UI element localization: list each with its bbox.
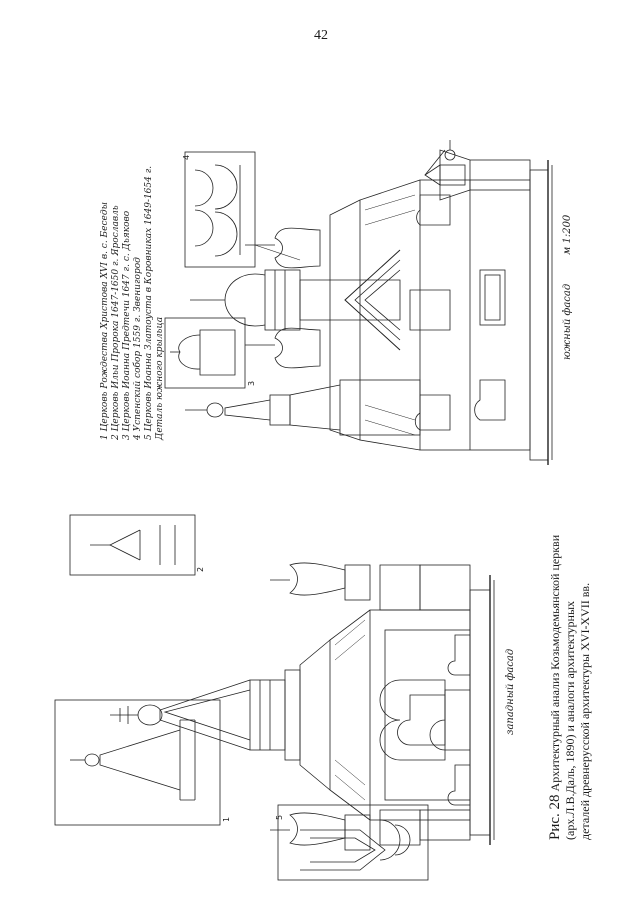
caption-line-2: (арх.Л.В.Даль, 1890) и аналоги архитекту… <box>563 600 577 840</box>
inset-3-drawing <box>164 317 246 389</box>
south-facade-label: южный фасад <box>562 283 573 360</box>
legend: 1 Церковь Рождества Христова XVI в. с. Б… <box>100 166 166 440</box>
page-number: 42 <box>314 28 328 43</box>
scale-label: м 1:200 <box>562 214 573 255</box>
inset-5-drawing <box>277 804 429 881</box>
inset-number-3: 3 <box>247 380 256 386</box>
inset-1-drawing <box>54 699 221 826</box>
legend-item: 2 Церковь Ильи Пророка 1647-1650 г. Ярос… <box>111 205 121 440</box>
west-facade-label: западный фасад <box>505 648 516 735</box>
inset-4-drawing <box>184 151 301 268</box>
inset-number-2: 2 <box>196 566 205 572</box>
legend-item: 5 Церковь Иоанна Златоуста в Коровниках … <box>144 165 154 440</box>
inset-number-4: 4 <box>182 154 191 160</box>
legend-item: 4 Успенский собор 1559 г. Звенигород <box>133 257 143 440</box>
figure-caption: Рис. 28 Архитектурный анализ Козьмодемья… <box>547 534 593 840</box>
inset-2-drawing <box>69 514 196 576</box>
caption-line-1: Архитектурный анализ Козьмодемьянской це… <box>548 534 562 792</box>
south-facade-drawing <box>185 140 553 465</box>
legend-item: 3 Церковь Иоанна Предтечи 1647 г. с. Дья… <box>122 210 132 440</box>
inset-number-1: 1 <box>222 816 231 822</box>
legend-item: Деталь южного крыльца <box>155 316 165 440</box>
figure-label: Рис. 28 <box>547 794 563 840</box>
west-facade-drawing <box>110 562 495 851</box>
caption-line-3: деталей древнерусской архитектуры XVI-XV… <box>578 582 592 840</box>
inset-number-5: 5 <box>275 814 284 820</box>
legend-item: 1 Церковь Рождества Христова XVI в. с. Б… <box>100 202 110 440</box>
